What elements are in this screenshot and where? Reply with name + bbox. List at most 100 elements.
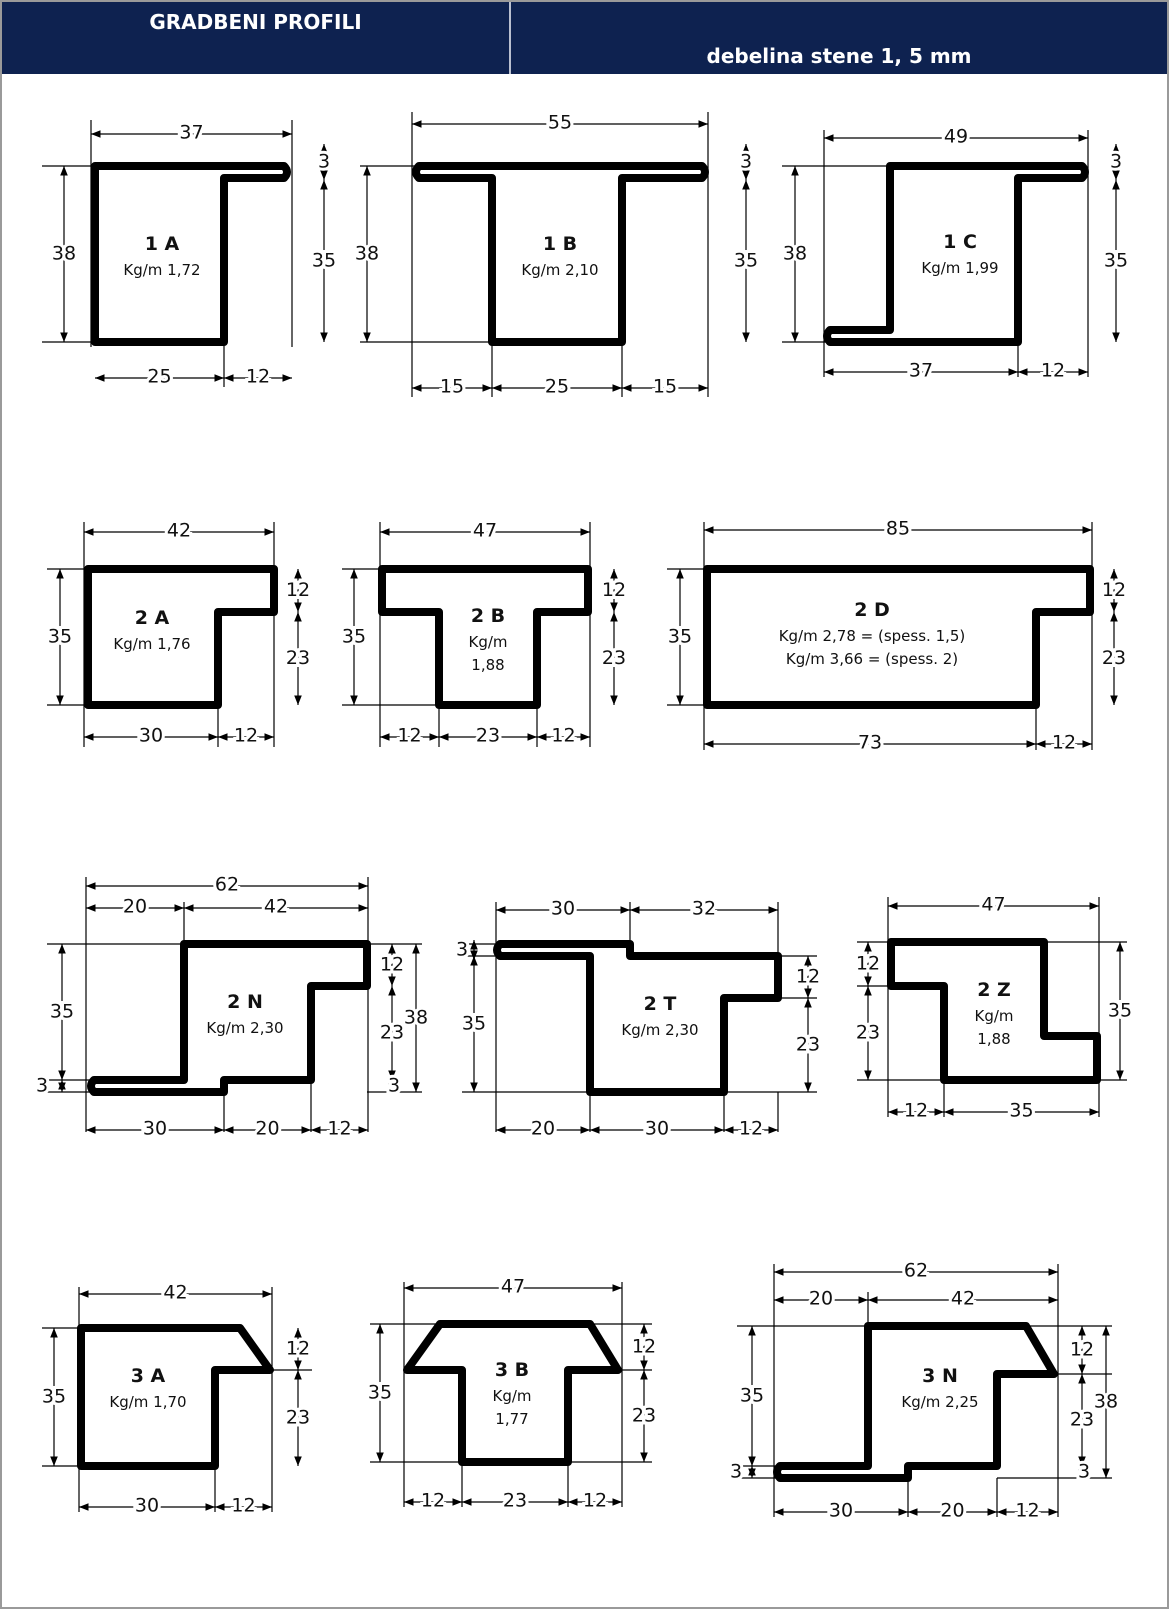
p2t-dim-r2: 23	[796, 1034, 820, 1056]
p2d-dim-r1: 12	[1102, 579, 1126, 601]
p1a-dim-top: 37	[179, 122, 203, 144]
header-title: GRADBENI PROFILI	[149, 10, 362, 34]
p1c-name: 1 C	[943, 231, 977, 253]
p2b-dim-left: 35	[342, 626, 366, 648]
p2d-dim-left: 35	[668, 626, 692, 648]
header-bar: GRADBENI PROFILI debelina stene 1, 5 mm	[2, 2, 1167, 74]
p2b-dim-top: 47	[473, 520, 497, 542]
p1c-dim-b1: 37	[909, 360, 933, 382]
p2d-dim-top: 85	[886, 518, 910, 540]
p2t-dim-t2: 32	[692, 898, 716, 920]
p3a-dim-left: 35	[42, 1386, 66, 1408]
p2z-dim-top: 47	[981, 894, 1005, 916]
p2n-weight-0: Kg/m 2,30	[206, 1019, 283, 1037]
p2z-dim-b1: 12	[904, 1100, 928, 1122]
p3a-dim-r1: 12	[286, 1338, 310, 1360]
p3b-weight-1: 1,77	[495, 1410, 528, 1428]
p2n-dim-left: 35	[50, 1001, 74, 1023]
p1a-outline	[91, 162, 291, 346]
p2a-dim-b2: 12	[234, 725, 258, 747]
p2a-dim-r2: 23	[286, 647, 310, 669]
p2n-outline	[87, 940, 371, 1096]
p2d-weight-0: Kg/m 2,78 = (spess. 1,5)	[779, 627, 966, 645]
p1b-dim-b1: 15	[440, 376, 464, 398]
p3n-weight-0: Kg/m 2,25	[901, 1393, 978, 1411]
p2t-outline	[493, 940, 782, 1096]
p2b-name: 2 B	[471, 605, 505, 627]
p2z-dim-l2: 23	[856, 1022, 880, 1044]
p3n-dim-r2: 23	[1070, 1409, 1094, 1431]
p2d-name: 2 D	[854, 599, 890, 621]
header-subtitle-cell: debelina stene 1, 5 mm	[511, 2, 1167, 74]
p2d-weight-1: Kg/m 3,66 = (spess. 2)	[786, 650, 958, 668]
p2n-dim-b2: 20	[255, 1118, 279, 1140]
p2n-name: 2 N	[227, 991, 263, 1013]
p3b-weight-0: Kg/m	[492, 1387, 531, 1405]
p3n-name: 3 N	[922, 1365, 958, 1387]
p1a-dim-left: 38	[52, 243, 76, 265]
p3n-dim-b2: 20	[940, 1500, 964, 1522]
p1c-dim-lip: 3	[1110, 151, 1122, 173]
p3b-dim-left: 35	[368, 1382, 392, 1404]
p2b-dim-b3: 12	[551, 725, 575, 747]
p2z-weight-0: Kg/m	[974, 1007, 1013, 1025]
p2b-dim-r2: 23	[602, 647, 626, 669]
p1a-name: 1 A	[145, 233, 180, 255]
p2d-dim-b2: 12	[1052, 732, 1076, 754]
p3a-dim-r2: 23	[286, 1407, 310, 1429]
p2t-dim-left: 35	[462, 1013, 486, 1035]
p2a-name: 2 A	[135, 607, 170, 629]
p3a-weight-0: Kg/m 1,70	[109, 1393, 186, 1411]
p3n-dim-b3: 12	[1015, 1500, 1039, 1522]
p2n-dim-r1: 12	[380, 954, 404, 976]
p1a-dim-b1: 25	[147, 366, 171, 388]
p1b-dim-b2: 25	[545, 376, 569, 398]
p3b-dim-r2: 23	[632, 1405, 656, 1427]
p2b-dim-b1: 12	[397, 725, 421, 747]
p2b-weight-1: 1,88	[471, 656, 504, 674]
p1a-dim-right: 35	[312, 250, 336, 272]
p2n-dim-b1: 30	[143, 1118, 167, 1140]
p3n-dim-left: 35	[740, 1385, 764, 1407]
p2n-dim-t2: 42	[264, 896, 288, 918]
p1b-dim-lip: 3	[740, 151, 752, 173]
p1a-dim-b2: 12	[246, 366, 270, 388]
p3n-dim-rr: 38	[1094, 1391, 1118, 1413]
header-subtitle: debelina stene 1, 5 mm	[706, 44, 972, 68]
p3n-dim-r3: 3	[1078, 1461, 1090, 1483]
p3b-dim-r1: 12	[632, 1336, 656, 1358]
p2z-dim-b2: 35	[1009, 1100, 1033, 1122]
p1c-dim-b2: 12	[1041, 360, 1065, 382]
p1a-dim-lip: 3	[318, 151, 330, 173]
p1b-dim-right: 35	[734, 250, 758, 272]
p2z-dim-right: 35	[1108, 1000, 1132, 1022]
p2b-dim-b2: 23	[476, 725, 500, 747]
p3n-dim-b1: 30	[829, 1500, 853, 1522]
p2b-weight-0: Kg/m	[468, 633, 507, 651]
p2n-dim-top: 62	[215, 874, 239, 896]
p2n-dim-l3: 3	[36, 1075, 48, 1097]
p2t-weight-0: Kg/m 2,30	[621, 1021, 698, 1039]
p3n-dim-r1: 12	[1070, 1339, 1094, 1361]
p3b-dim-b2: 23	[503, 1490, 527, 1512]
p2n-dim-b3: 12	[327, 1118, 351, 1140]
p3n-dim-l3: 3	[730, 1461, 742, 1483]
p2n-dim-r3: 3	[388, 1075, 400, 1097]
p2n-dim-t1: 20	[123, 896, 147, 918]
p1a-weight-0: Kg/m 1,72	[123, 261, 200, 279]
p2b-dim-r1: 12	[602, 579, 626, 601]
p2z-dim-l1: 12	[856, 953, 880, 975]
p3a-dim-top: 42	[163, 1282, 187, 1304]
p2d-dim-r2: 23	[1102, 647, 1126, 669]
p2z-name: 2 Z	[977, 979, 1011, 1001]
p2t-name: 2 T	[644, 993, 677, 1015]
header-title-cell: GRADBENI PROFILI	[2, 2, 511, 74]
p3b-dim-b3: 12	[583, 1490, 607, 1512]
p1c-weight-0: Kg/m 1,99	[921, 259, 998, 277]
p2a-dim-r1: 12	[286, 579, 310, 601]
p3b-dim-b1: 12	[421, 1490, 445, 1512]
p2a-dim-left: 35	[48, 626, 72, 648]
p2t-dim-r1: 12	[796, 966, 820, 988]
